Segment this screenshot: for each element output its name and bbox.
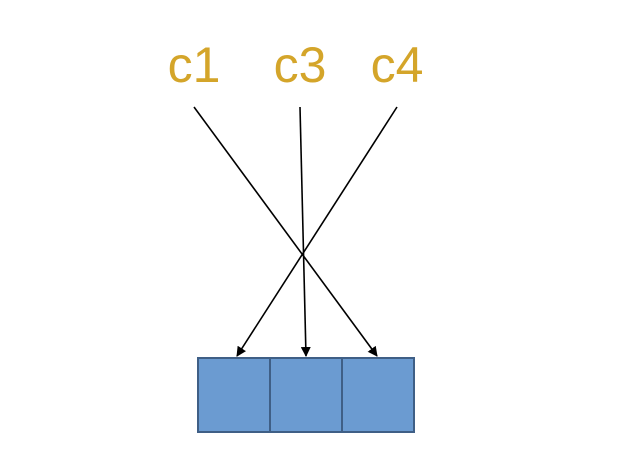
label-c3: c3 xyxy=(274,37,327,93)
arrow-c3-to-cell-2 xyxy=(299,106,311,357)
array-cell-3 xyxy=(341,357,415,433)
arrow-c1-to-cell-3 xyxy=(193,106,378,357)
array-cell-1 xyxy=(197,357,271,433)
arrow-c4-to-cell-1 xyxy=(236,106,398,357)
label-c4: c4 xyxy=(371,37,424,93)
label-c1: c1 xyxy=(168,37,221,93)
array-cell-2 xyxy=(269,357,343,433)
array xyxy=(197,357,415,433)
